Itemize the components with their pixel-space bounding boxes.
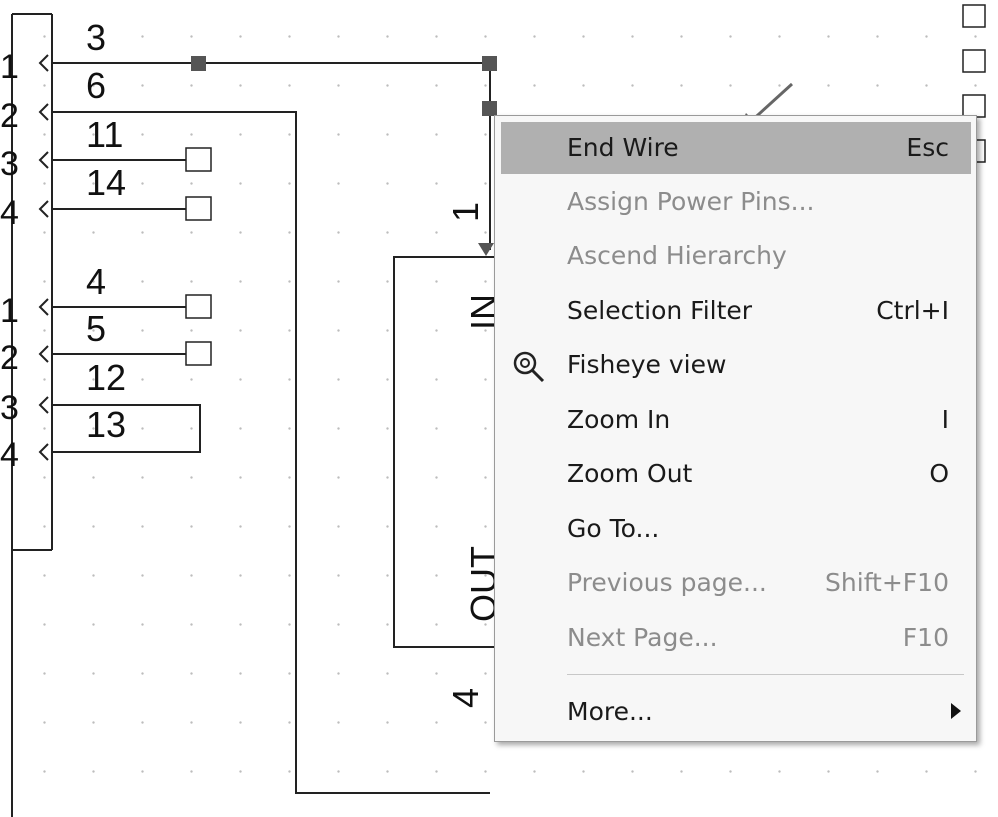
context-menu: End Wire Esc Assign Power Pins... Ascend… [494, 115, 977, 742]
wire-junctions[interactable] [191, 56, 497, 116]
pin-number-label: 5 [86, 308, 106, 349]
pin-number-label: 3 [86, 17, 106, 58]
menu-item-label: Selection Filter [567, 296, 753, 325]
menu-item-assign-power-pins[interactable]: Assign Power Pins... [501, 176, 971, 228]
edge-pin-label: 1 [0, 48, 19, 86]
menu-item-shortcut: Shift+F10 [825, 568, 949, 597]
menu-item-label: Fisheye view [567, 350, 727, 379]
menu-item-label: Next Page... [567, 623, 718, 652]
menu-separator [567, 674, 964, 675]
menu-item-end-wire[interactable]: End Wire Esc [501, 122, 971, 174]
left-connector[interactable] [11, 13, 53, 817]
component-pin-out-number: 4 [445, 688, 486, 708]
pin-number-label: 13 [86, 404, 126, 445]
menu-item-label: Ascend Hierarchy [567, 241, 787, 270]
menu-item-label: Go To... [567, 514, 660, 543]
menu-item-label: Zoom Out [567, 459, 693, 488]
menu-item-label: End Wire [567, 133, 679, 162]
pin-number-label: 11 [86, 114, 123, 155]
pin-wires [38, 54, 491, 794]
menu-item-ascend-hierarchy[interactable]: Ascend Hierarchy [501, 230, 971, 282]
menu-item-shortcut: Esc [906, 133, 949, 162]
component-pin-in-number: 1 [445, 202, 486, 222]
menu-item-more[interactable]: More... [501, 686, 971, 738]
pin-number-label: 12 [86, 357, 126, 398]
menu-item-label: Assign Power Pins... [567, 187, 815, 216]
menu-item-shortcut: Ctrl+I [876, 296, 949, 325]
menu-item-zoom-in[interactable]: Zoom In I [501, 394, 971, 446]
edge-pin-label: 2 [0, 97, 19, 135]
pin-number-label: 4 [86, 261, 106, 302]
pin-number-labels: 3 6 11 14 4 5 12 13 [86, 17, 126, 445]
menu-item-go-to[interactable]: Go To... [501, 503, 971, 555]
menu-item-label: Previous page... [567, 568, 767, 597]
edge-pin-label: 1 [0, 292, 19, 330]
pin-number-label: 6 [86, 65, 106, 106]
open-pin-squares [185, 4, 986, 366]
menu-item-shortcut: O [929, 459, 949, 488]
menu-item-next-page[interactable]: Next Page... F10 [501, 612, 971, 664]
pin-number-label: 14 [86, 162, 126, 203]
submenu-arrow-icon [951, 703, 961, 719]
menu-item-label: Zoom In [567, 405, 671, 434]
menu-item-label: More... [567, 697, 653, 726]
menu-item-previous-page[interactable]: Previous page... Shift+F10 [501, 557, 971, 609]
menu-item-selection-filter[interactable]: Selection Filter Ctrl+I [501, 285, 971, 337]
edge-pin-label: 4 [0, 194, 19, 232]
edge-pin-label: 4 [0, 436, 19, 474]
edge-pin-label: 3 [0, 389, 19, 427]
menu-item-shortcut: F10 [902, 623, 949, 652]
fisheye-magnifier-icon [513, 351, 545, 383]
menu-item-fisheye-view[interactable]: Fisheye view [501, 339, 971, 391]
edge-pin-label: 2 [0, 339, 19, 377]
menu-item-shortcut: I [941, 405, 949, 434]
edge-pin-label: 3 [0, 145, 19, 183]
connector-edge-labels: 1 2 3 4 1 2 3 4 [0, 48, 19, 474]
menu-item-zoom-out[interactable]: Zoom Out O [501, 448, 971, 500]
